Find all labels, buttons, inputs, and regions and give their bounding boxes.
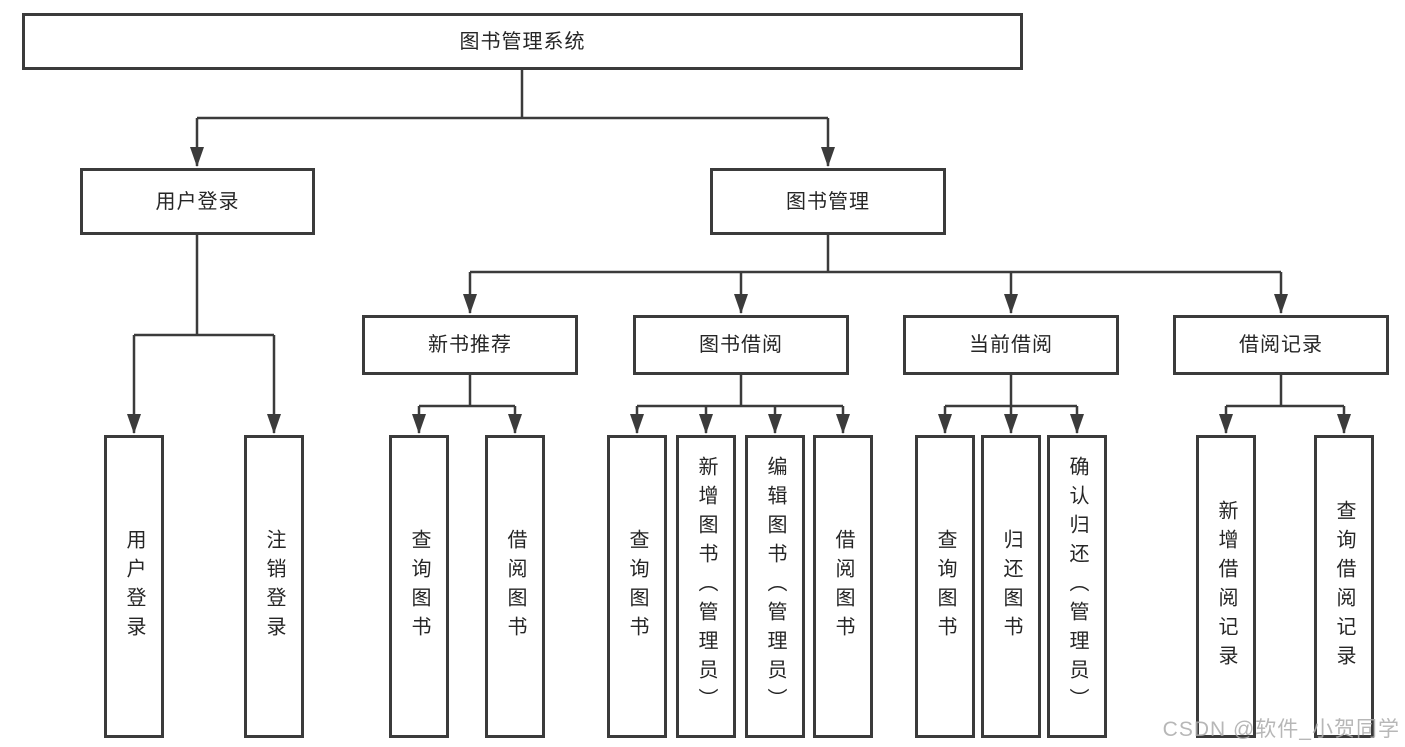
node-nbr-query-books: 查询图书	[389, 435, 449, 738]
edge-book-management-bus	[470, 235, 1281, 274]
node-book-borrow: 图书借阅	[633, 315, 849, 375]
node-bb-add-book-admin: 新增图书（管理员）	[676, 435, 736, 738]
node-cb-confirm-return-admin: 确认归还（管理员）	[1047, 435, 1107, 738]
edge-new-book-recommend-bus	[419, 375, 515, 408]
edge-book-borrow-bus	[637, 375, 843, 408]
edge-user-login-bus	[134, 235, 274, 337]
node-current-borrow: 当前借阅	[903, 315, 1119, 375]
node-new-book-recommend: 新书推荐	[362, 315, 578, 375]
node-library-system: 图书管理系统	[22, 13, 1023, 70]
edge-current-borrow-bus	[945, 375, 1077, 408]
node-nbr-borrow-books: 借阅图书	[485, 435, 545, 738]
node-bb-query-books: 查询图书	[607, 435, 667, 738]
edge-borrow-records-bus	[1226, 375, 1344, 408]
node-br-query-record: 查询借阅记录	[1314, 435, 1374, 738]
node-borrow-records: 借阅记录	[1173, 315, 1389, 375]
node-logout: 注销登录	[244, 435, 304, 738]
node-bb-borrow-books: 借阅图书	[813, 435, 873, 738]
node-user-login: 用户登录	[104, 435, 164, 738]
node-br-add-record: 新增借阅记录	[1196, 435, 1256, 738]
node-book-management: 图书管理	[710, 168, 946, 235]
node-bb-edit-book-admin: 编辑图书（管理员）	[745, 435, 805, 738]
node-user-login-branch: 用户登录	[80, 168, 315, 235]
edge-root-bus	[197, 70, 828, 120]
node-cb-query-books: 查询图书	[915, 435, 975, 738]
node-cb-return-books: 归还图书	[981, 435, 1041, 738]
